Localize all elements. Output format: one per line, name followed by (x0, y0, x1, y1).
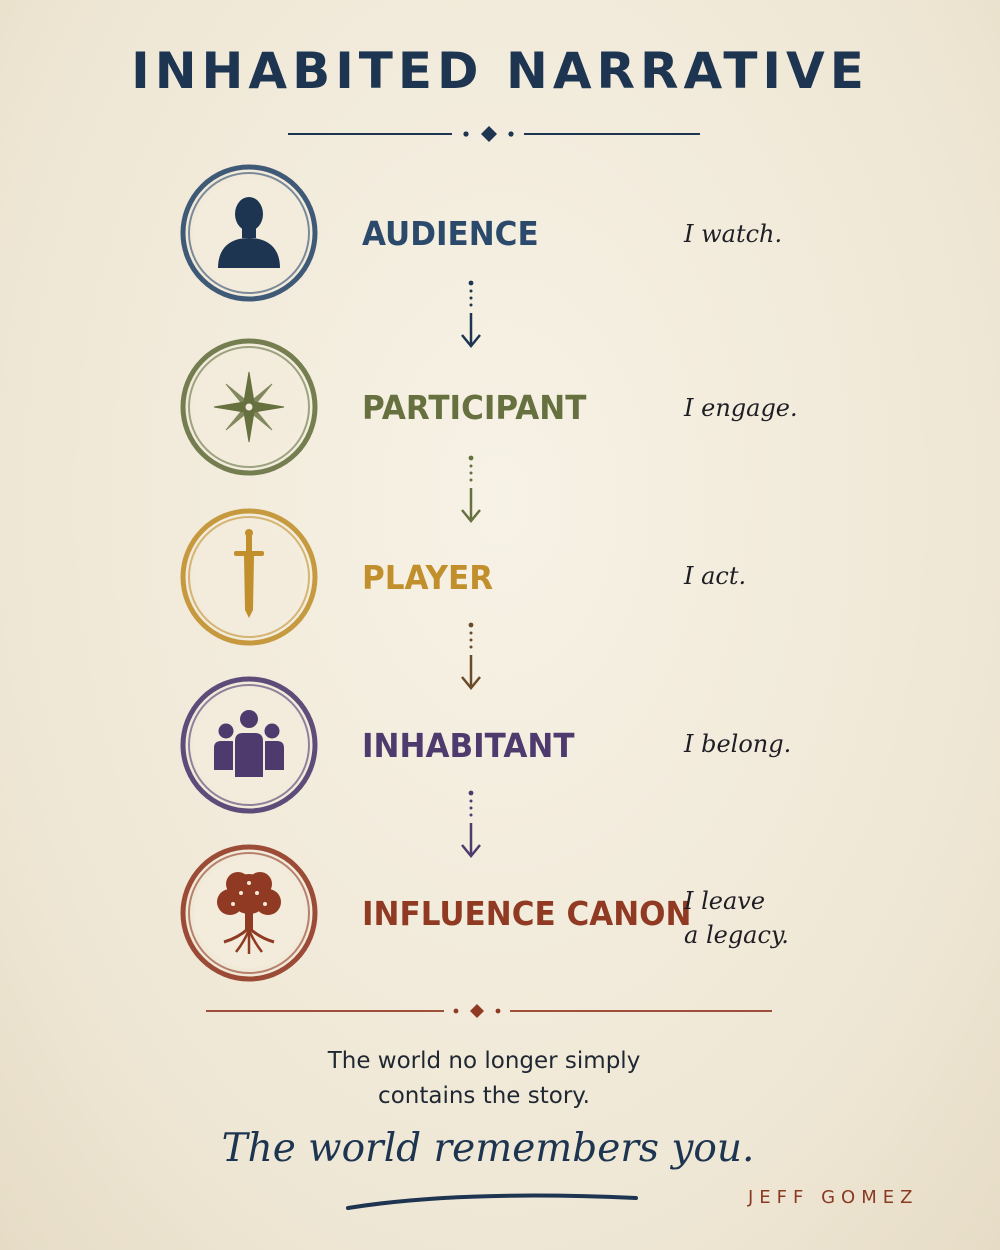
stage-influence-canon: INFLUENCE CANON I leave a legacy. (0, 842, 1000, 982)
stage-motto: I engage. (684, 394, 798, 422)
sword-icon (234, 529, 264, 618)
player-badge (180, 508, 318, 646)
person-silhouette-icon (218, 197, 280, 268)
bottom-divider (206, 1004, 772, 1018)
stage-motto: I act. (684, 562, 747, 590)
stage-name: INFLUENCE CANON (362, 894, 692, 933)
stage-name: INHABITANT (362, 726, 575, 765)
top-divider (288, 126, 700, 142)
stage-name: PARTICIPANT (362, 388, 587, 427)
inhabitant-badge (180, 676, 318, 814)
down-arrow-icon (461, 280, 481, 348)
stage-motto: I watch. (684, 220, 783, 248)
tree-icon (217, 872, 281, 954)
influence-canon-badge (180, 844, 318, 982)
audience-badge (180, 164, 318, 302)
stage-audience: AUDIENCE I watch. (0, 162, 1000, 302)
stage-name: PLAYER (362, 558, 494, 597)
diamond-ornament-icon (470, 1004, 484, 1018)
down-arrow-icon (461, 622, 481, 690)
down-arrow-icon (461, 455, 481, 523)
diamond-ornament-icon (481, 126, 497, 142)
down-arrow-icon (461, 790, 481, 858)
underline-swash (346, 1193, 638, 1210)
stage-motto: I belong. (684, 730, 792, 758)
participant-badge (180, 338, 318, 476)
stage-inhabitant: INHABITANT I belong. (0, 674, 1000, 814)
poster-title: INHABITED NARRATIVE (131, 42, 869, 100)
closing-script-line: The world remembers you. (221, 1126, 755, 1171)
stage-participant: PARTICIPANT I engage. (0, 336, 1000, 476)
tagline: The world no longer simply contains the … (327, 1048, 641, 1109)
group-people-icon (214, 708, 284, 779)
compass-star-icon (213, 371, 285, 443)
author-name: JEFF GOMEZ (748, 1187, 919, 1208)
stage-player: PLAYER I act. (0, 506, 1000, 646)
stage-motto: I leave a legacy. (684, 887, 789, 949)
stage-name: AUDIENCE (362, 214, 539, 253)
